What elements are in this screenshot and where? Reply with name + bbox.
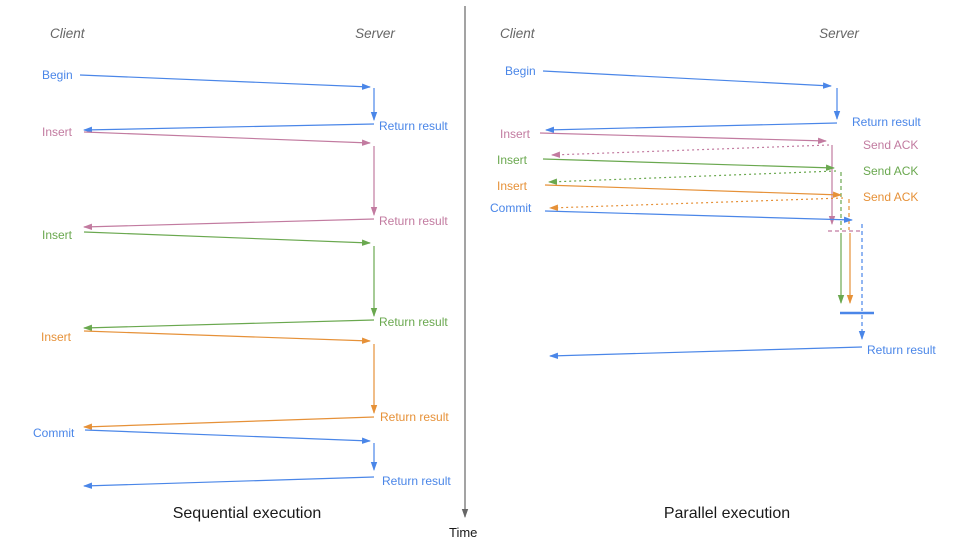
return-label: Return result xyxy=(379,119,448,133)
ack-arrow xyxy=(549,197,844,211)
ack-label: Send ACK xyxy=(863,164,918,178)
op-label-insert-1: Insert xyxy=(500,127,531,141)
request-arrow xyxy=(544,184,842,198)
request-arrow xyxy=(544,210,853,223)
ack-arrow xyxy=(551,144,830,158)
final-return-label: Return result xyxy=(867,343,936,357)
op-label-insert-2: Insert xyxy=(42,228,73,242)
time-label: Time xyxy=(449,525,477,540)
request-arrow xyxy=(83,231,371,246)
ack-label: Send ACK xyxy=(863,138,918,152)
op-label-commit: Commit xyxy=(490,201,532,215)
request-arrow xyxy=(542,70,832,89)
return-arrow xyxy=(545,122,838,134)
request-arrow xyxy=(84,429,371,444)
op-label-begin: Begin xyxy=(42,68,73,82)
op-label-begin: Begin xyxy=(505,64,536,78)
ack-arrow xyxy=(548,170,837,185)
return-label: Return result xyxy=(380,410,449,424)
op-label-insert-1: Insert xyxy=(42,125,73,139)
op-label-commit: Commit xyxy=(33,426,75,440)
time-axis: Time xyxy=(449,6,477,540)
panel-title-sequential: Sequential execution xyxy=(173,505,322,522)
sequential-panel: Client Server Begin Return result Insert… xyxy=(33,26,451,522)
server-header: Server xyxy=(819,26,859,41)
op-label-insert-2: Insert xyxy=(497,153,528,167)
ack-label: Send ACK xyxy=(863,190,918,204)
return-arrow xyxy=(83,476,375,489)
server-header: Server xyxy=(355,26,395,41)
return-label: Return result xyxy=(379,315,448,329)
return-arrow xyxy=(83,218,375,230)
return-label: Return result xyxy=(382,474,451,488)
op-label-insert-3: Insert xyxy=(497,179,528,193)
parallel-panel: Client Server Begin Return result Insert… xyxy=(490,26,936,522)
request-arrow xyxy=(83,330,371,344)
request-arrow xyxy=(79,74,371,90)
request-arrow xyxy=(539,132,827,144)
client-header: Client xyxy=(500,26,536,41)
return-label: Return result xyxy=(852,115,921,129)
return-arrow xyxy=(83,123,375,134)
request-arrow xyxy=(83,131,371,146)
request-arrow xyxy=(542,158,835,171)
return-arrow xyxy=(83,416,375,430)
return-label: Return result xyxy=(379,214,448,228)
return-arrow xyxy=(83,319,375,331)
final-return-arrow xyxy=(549,346,863,359)
panel-title-parallel: Parallel execution xyxy=(664,505,790,522)
op-label-insert-3: Insert xyxy=(41,330,72,344)
client-header: Client xyxy=(50,26,86,41)
